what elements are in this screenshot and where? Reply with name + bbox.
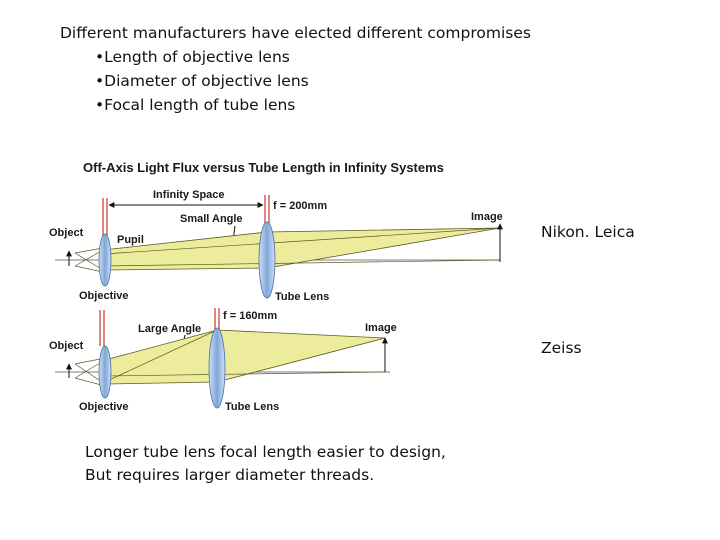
top-object-label: Object [49,227,84,239]
bullet-tube-lens-focal: •Focal length of tube lens [95,96,296,114]
top-ray-obj-3 [74,249,104,267]
conclusion-line-1: Longer tube lens focal length easier to … [85,443,446,461]
bottom-focal-label: f = 160mm [223,310,277,322]
diagram-title: Off-Axis Light Flux versus Tube Length i… [83,160,444,175]
top-optical-system: Infinity Space f = 200mm Small Angle Obj… [49,189,503,303]
bottom-ray-axis [104,371,386,377]
top-focal-label: f = 200mm [273,200,327,212]
bottom-optical-system: f = 160mm Large Angle Object Objective T… [49,308,397,413]
top-objective-lens [98,233,112,287]
bottom-objective-label: Objective [79,401,129,413]
top-tube-lens-label: Tube Lens [275,291,329,303]
top-ray-axis [102,259,501,267]
side-label-nikon-leica: Nikon. Leica [541,223,635,241]
top-ray-obj-4 [74,265,104,273]
bottom-tube-lens [208,327,226,409]
top-infinity-space-label: Infinity Space [153,189,225,201]
bottom-image-label: Image [365,322,397,334]
side-label-zeiss: Zeiss [541,339,582,357]
top-pupil-label: Pupil [117,234,144,246]
bullet-objective-diameter: •Diameter of objective lens [95,72,309,90]
bottom-ray-steep [104,329,218,383]
bottom-angle-label: Large Angle [138,323,201,335]
bottom-object-label: Object [49,340,84,352]
top-objective-label: Objective [79,290,129,302]
bottom-tube-lens-label: Tube Lens [225,401,279,413]
top-tube-lens [258,221,276,299]
top-ray-obj-1 [74,247,104,254]
top-ray-upper [102,227,501,255]
bullet-objective-length: •Length of objective lens [95,48,290,66]
top-image-label: Image [471,211,503,223]
top-ray-obj-2 [74,252,104,271]
intro-heading: Different manufacturers have elected dif… [60,24,531,42]
light-flux-diagram: Off-Axis Light Flux versus Tube Length i… [49,160,503,413]
top-angle-label: Small Angle [180,213,243,225]
conclusion-line-2: But requires larger diameter threads. [85,466,375,484]
bottom-objective-lens [98,345,112,399]
